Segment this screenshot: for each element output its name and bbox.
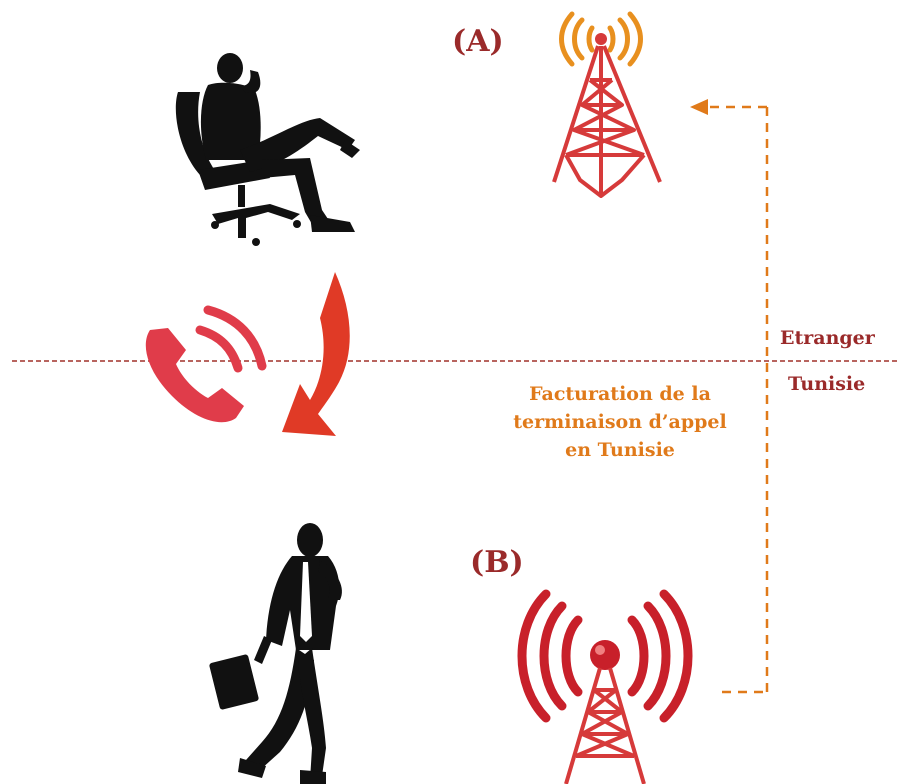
tower-a-label: (A) bbox=[452, 24, 504, 59]
walking-man-on-phone-icon bbox=[209, 523, 342, 784]
region-abroad-label: Etranger bbox=[780, 327, 875, 349]
seated-man-on-phone-icon bbox=[175, 53, 360, 246]
billing-arrowhead bbox=[690, 99, 708, 115]
billing-note-line-2: terminaison d’appel bbox=[513, 411, 727, 433]
billing-path-arrow bbox=[708, 105, 769, 694]
region-domestic-label: Tunisie bbox=[788, 373, 866, 395]
tie-detail bbox=[300, 562, 312, 642]
billing-note: Facturation de la terminaison d’appel en… bbox=[485, 380, 755, 464]
call-direction-arrow bbox=[282, 272, 350, 436]
billing-note-line-3: en Tunisie bbox=[565, 439, 675, 461]
phone-ringing-icon bbox=[145, 305, 267, 423]
billing-note-line-1: Facturation de la bbox=[529, 383, 711, 405]
tower-b-icon bbox=[517, 589, 693, 784]
tower-b-label: (B) bbox=[470, 545, 524, 580]
tower-a-icon bbox=[552, 11, 662, 198]
